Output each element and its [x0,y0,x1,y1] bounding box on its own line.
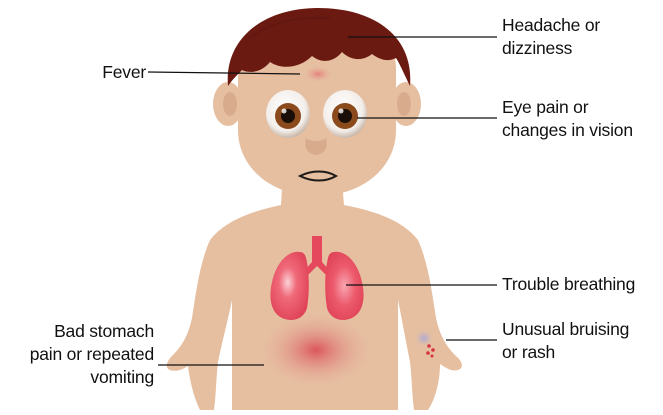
head [213,8,421,196]
label-stomach-line-3: vomiting [30,366,154,389]
label-fever-line-1: Fever [102,61,146,84]
eye-right [323,90,367,138]
fever-mark [302,65,334,83]
label-eye-line-1: Eye pain or [502,96,633,119]
stomach-pain-mark [256,310,376,390]
label-fever: Fever [102,61,146,84]
label-headache: Headache or dizziness [502,14,600,60]
label-stomach-line-1: Bad stomach [30,320,154,343]
label-bruising-line-1: Unusual bruising [502,318,629,341]
label-headache-line-1: Headache or [502,14,600,37]
label-bruising-line-2: or rash [502,341,629,364]
eye-left [266,90,310,138]
label-breathing-line-1: Trouble breathing [502,273,635,296]
label-bruising: Unusual bruising or rash [502,318,629,364]
label-breathing: Trouble breathing [502,273,635,296]
label-headache-line-2: dizziness [502,37,600,60]
label-eye: Eye pain or changes in vision [502,96,633,142]
label-stomach-line-2: pain or repeated [30,343,154,366]
label-eye-line-2: changes in vision [502,119,633,142]
label-stomach: Bad stomach pain or repeated vomiting [30,320,154,389]
